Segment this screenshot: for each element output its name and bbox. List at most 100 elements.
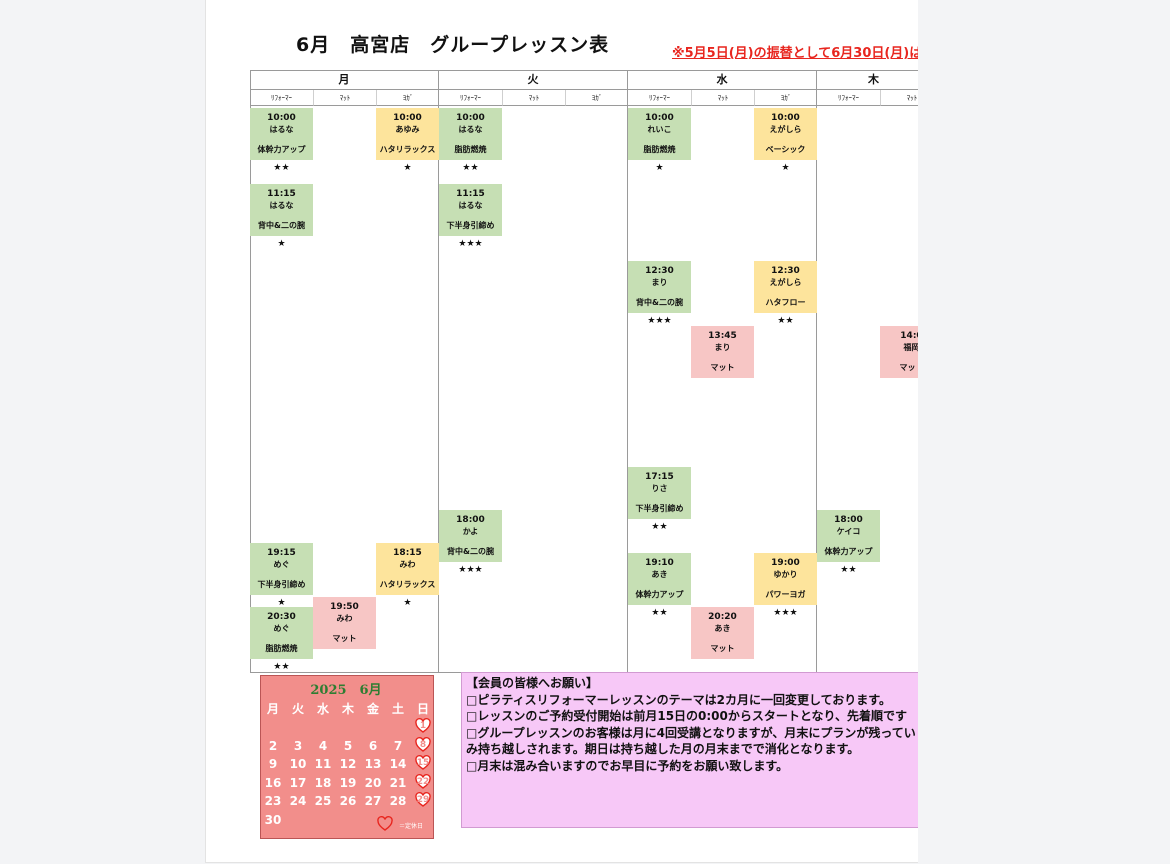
calendar-day: 23 — [264, 794, 282, 809]
lesson-time: 10:00 — [456, 113, 485, 123]
subheader-mat: ﾏｯﾄ — [691, 90, 754, 106]
subheader-reformer: ﾘﾌｫｰﾏｰ — [628, 90, 691, 106]
lesson-time: 12:30 — [645, 266, 674, 276]
lesson-time: 19:00 — [771, 558, 800, 568]
lesson-course: 脂肪燃焼 — [643, 145, 676, 154]
calendar-day: 16 — [264, 775, 282, 790]
instructor-name: ゆかり — [773, 570, 798, 579]
calendar-weekday: 火 — [291, 702, 304, 716]
lesson-time: 10:00 — [771, 113, 800, 123]
lesson-card: 11:15 はるな背中&二の腕 — [250, 184, 313, 236]
lesson-time: 18:15 — [393, 548, 422, 558]
calendar-day: 4 — [318, 738, 328, 753]
calendar-day: 25 — [314, 794, 332, 809]
calendar-day: 26 — [339, 794, 357, 809]
instructor-name: あき — [651, 570, 668, 579]
difficulty-stars: ★★ — [273, 163, 290, 173]
notice-line: み持ち越しされます。期日は持ち越した月の月末までで消化となります。 — [466, 742, 860, 756]
lesson-course: 背中&二の腕 — [636, 298, 683, 307]
subheader-mat: ﾏｯﾄ — [502, 90, 565, 106]
lesson-time: 14:0 — [900, 331, 918, 341]
lesson-card: 13:45 まりマット — [691, 326, 754, 378]
day-header-tue: 火 — [439, 71, 627, 90]
instructor-name: めぐ — [273, 624, 290, 633]
difficulty-stars: ★ — [277, 598, 286, 608]
notice-line: □グループレッスンのお客様は月に4回受講となりますが、月末にプランが残ってい — [466, 725, 916, 740]
calendar-day: 18 — [314, 775, 332, 790]
lesson-course: 体幹力アップ — [257, 145, 306, 154]
lesson-course: マット — [710, 363, 735, 372]
subheader-yoga: ﾖｶﾞ — [754, 90, 817, 106]
lesson-time: 18:00 — [834, 515, 863, 525]
difficulty-stars: ★★ — [777, 316, 794, 326]
calendar-day: 20 — [364, 775, 382, 790]
instructor-name: まり — [714, 343, 731, 352]
calendar-day: 27 — [364, 794, 382, 809]
calendar-weekday: 木 — [341, 702, 354, 716]
lesson-card: 10:00 はるな体幹力アップ — [250, 108, 313, 160]
schedule-sheet: 6月 高宮店 グループレッスン表 ※5月5日(月)の振替として6月30日(月)は… — [205, 0, 918, 863]
subheader-mat: ﾏｯﾄ — [880, 90, 918, 106]
calendar-day: 3 — [293, 738, 303, 753]
lesson-course: 背中&二の腕 — [258, 221, 305, 230]
column-divider — [816, 71, 817, 673]
instructor-name: はるな — [269, 125, 294, 134]
lesson-course: ベーシック — [765, 145, 806, 154]
lesson-time: 13:45 — [708, 331, 737, 341]
instructor-name: みわ — [399, 560, 416, 569]
calendar-day: 19 — [339, 775, 357, 790]
instructor-name: ケイコ — [836, 527, 861, 536]
holiday-heart-icon — [415, 755, 431, 771]
calendar-day: 6 — [368, 738, 378, 753]
holiday-heart-icon — [415, 773, 431, 789]
calendar-day: 17 — [289, 775, 307, 790]
lesson-time: 10:00 — [645, 113, 674, 123]
notice-line: □ピラティスリフォーマーレッスンのテーマは2カ月に一回変更しております。 — [466, 692, 892, 707]
lesson-course: マット — [332, 634, 357, 643]
lesson-time: 10:00 — [267, 113, 296, 123]
instructor-name: はるな — [269, 201, 294, 210]
subheader-reformer: ﾘﾌｫｰﾏｰ — [817, 90, 880, 106]
instructor-name: めぐ — [273, 560, 290, 569]
column-divider — [438, 71, 439, 673]
instructor-name: かよ — [462, 527, 479, 536]
instructor-name: りさ — [651, 484, 668, 493]
page-title: 6月 高宮店 グループレッスン表 — [296, 34, 610, 56]
lesson-card: 19:50 みわマット — [313, 597, 376, 649]
instructor-name: あき — [714, 624, 731, 633]
calendar-day: 24 — [289, 794, 307, 809]
instructor-name: えがしら — [769, 125, 802, 134]
subheader-reformer: ﾘﾌｫｰﾏｰ — [439, 90, 502, 106]
calendar-weekday: 月 — [266, 702, 279, 716]
difficulty-stars: ★★★ — [458, 239, 483, 249]
calendar-day: 10 — [289, 757, 307, 772]
lesson-card: 12:30 まり背中&二の腕 — [628, 261, 691, 313]
difficulty-stars: ★★★ — [458, 565, 483, 575]
lesson-time: 18:00 — [456, 515, 485, 525]
lesson-time: 20:30 — [267, 612, 296, 622]
calendar-day: 7 — [393, 738, 403, 753]
difficulty-stars: ★★ — [840, 565, 857, 575]
lesson-course: 下半身引締め — [446, 221, 495, 230]
instructor-name: みわ — [336, 614, 353, 623]
lesson-course: 脂肪燃焼 — [454, 145, 487, 154]
difficulty-stars: ★ — [781, 163, 790, 173]
lesson-time: 19:50 — [330, 602, 359, 612]
lesson-time: 11:15 — [267, 189, 296, 199]
lesson-course: ハタフロー — [765, 298, 806, 307]
holiday-heart-icon — [377, 816, 393, 831]
calendar-day: 21 — [389, 775, 407, 790]
instructor-name: まり — [651, 278, 668, 287]
subheader-yoga: ﾖｶﾞ — [376, 90, 439, 106]
instructor-name: あゆみ — [395, 125, 420, 134]
lesson-course: ハタリラックス — [379, 145, 436, 154]
